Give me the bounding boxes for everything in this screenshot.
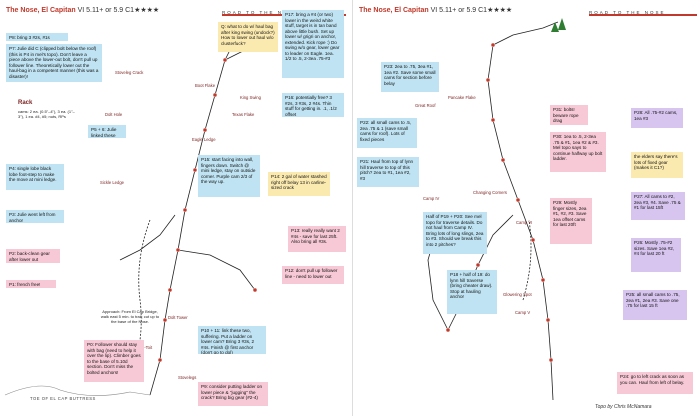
pitch-note-p0: P0: Follower should stay with bag (need … [84,340,144,382]
belay-anchor [162,317,168,323]
feature-label: Camp VI [516,220,533,225]
pitch-note-p26: P26: Mostly .75-#2 sizes. Save 1ea #2, #… [631,238,681,272]
pitch-note-p12: P12: don't pull up follower line - need … [282,266,344,284]
pitch-note-p28: P28: All .75-#2 cams, 1ea #3 [631,108,683,128]
road-bar [589,14,697,16]
belay-anchor [252,287,258,293]
feature-label: Glowering Spot [503,292,532,297]
road-header: ROAD TO THE N [222,10,284,15]
feature-label: Stoveleg Crack [115,70,144,75]
feature-label: Boot Flake [195,83,216,88]
pitch-note-p6: P5 + 6: Julie linked these [88,125,126,138]
buttress-label: TOE OF EL CAP BUTTRESS [30,396,96,401]
approach-text: Approach: From El Cap Bridge, walk east … [100,309,160,324]
road-header: ROAD TO THE NOSE [589,10,666,15]
feature-label: Pancake Flake [448,95,476,100]
belay-anchor [515,197,521,203]
belay-anchor [202,127,208,133]
belay-anchor [157,357,163,363]
feature-label: Great Roof [415,103,436,108]
feature-label: Camp IV [423,196,440,201]
feature-label: Dolt Hole [105,112,123,117]
feature-label: Camp V [515,310,531,315]
summit-trees-icon [551,18,566,32]
pitch-note-p9: P9: consider putting ladder on lower pie… [198,382,268,406]
belay-anchor [222,57,228,63]
belay-anchor [192,167,198,173]
belay-anchor [175,247,181,253]
topo-page-left: The Nose, El Capitan VI 5.11+ or 5.9 C1★… [0,0,348,416]
pitch-note-p29: P29: Mostly finger sizes, 2ea #1, #2, #3… [550,198,592,244]
pitch-note-p13: P13: really really want 2 #4s - save for… [288,226,346,252]
feature-label: Stovelegs [178,375,197,380]
belay-anchor [485,77,491,83]
belay-anchor [167,287,173,293]
pitch-note-p16: P16: potentially free? 3 #2s, 3 #3s, 2 #… [282,93,344,117]
route-line-dashed [522,219,532,301]
pitch-note-p18: P18 + half of 19: do lynn hill traverse … [447,270,497,314]
pitch-note-p19: Half of P19 + P20: See mel topo for trav… [423,212,487,254]
question-note: Q: what to do w/ haul bag after king swi… [218,22,278,52]
page-title: The Nose, El Capitan VI 5.11+ or 5.9 C1★… [6,7,160,14]
feature-label: Eagle Ledge [192,137,216,142]
belay-anchor [548,357,554,363]
pitch-note-p27: P27: All cams to #2, 2ea #3, #4. Save .7… [631,192,685,220]
belay-anchor [445,327,451,333]
route-line-branch [119,214,176,261]
pitch-note-p23: P23: 2ea to .75, 3ea #1, 1ea #2. Save so… [381,62,439,92]
feature-label: King Swing [240,95,261,100]
belay-anchor [545,317,551,323]
belay-anchor [490,117,496,123]
pitch-note-p8: P8: bring 3 #2s, #1s [6,33,68,41]
feature-label: Sickle Ledge [100,180,124,185]
page-title: The Nose, El Capitan VI 5.11+ or 5.9 C1★… [359,7,513,14]
pitch-note-p10: P10 + 11: link these two, suffering. Put… [198,326,266,354]
route-line-summit [492,21,559,46]
pitch-note-p7: P7: Julie did C (clipped bolt below the … [6,44,102,82]
pitch-note-p17: P17: bring a #4 (or two) lower in the we… [282,10,344,78]
route-line-king-swing [177,249,256,291]
feature-label: Dolt Tower [168,315,188,320]
topo-credit: Topo by Chris McNamara [595,404,652,410]
pitch-note-p22: P22: all small cams to .5, 2ea .75 & 1 (… [357,118,417,148]
belay-anchor [530,237,536,243]
pitch-note-p31: P31: bolts! beware rope drag [550,105,588,125]
pitch-note-p25: P25: all small cams to .75, 2ea #1, 2ea … [623,290,687,320]
pitch-note-p4: P4: single lobe black lobe foot-step to … [6,164,64,190]
topo-lines-right [427,18,566,401]
elders-note: the elders say there's lots of fixed gea… [631,152,683,178]
topo-page-right: The Nose, El Capitan VI 5.11+ or 5.9 C1★… [352,0,700,416]
route-line-main [487,44,554,401]
pitch-note-p14: P14: 2 gal of water stashed right off be… [268,172,330,196]
feature-label: Texas Flake [232,112,255,117]
pitch-note-p1: P1: french free! [6,280,56,288]
pitch-note-p3: P3: Julie went left from anchor [6,210,64,223]
pitch-note-p2: P2: back-clean gear after lower out [6,249,60,263]
belay-anchor [475,262,481,268]
rack-title: Rack [18,100,33,106]
belay-anchor [500,157,506,163]
belay-anchor [182,207,188,213]
ground-line [4,385,151,396]
belay-anchor [212,92,218,98]
belay-anchor [540,277,546,283]
pitch-note-p15: P15: start facing into wall, fingers dow… [198,155,260,197]
feature-label: Changing Corners [473,190,507,195]
rack-text: cams: 2 ea. (0.5"–4"), 3 ea. (1"–3"), 1 … [18,109,75,119]
pitch-note-p24: P24: go to left crack as soon as you can… [617,372,693,394]
belay-anchor [490,42,496,48]
pitch-note-p21: P21: Haul from top of lynn hill traverse… [357,157,419,187]
pitch-note-p30: P30: 1ea to .5, 2-3ea .75 & #1, 1ea #2 &… [550,132,606,172]
